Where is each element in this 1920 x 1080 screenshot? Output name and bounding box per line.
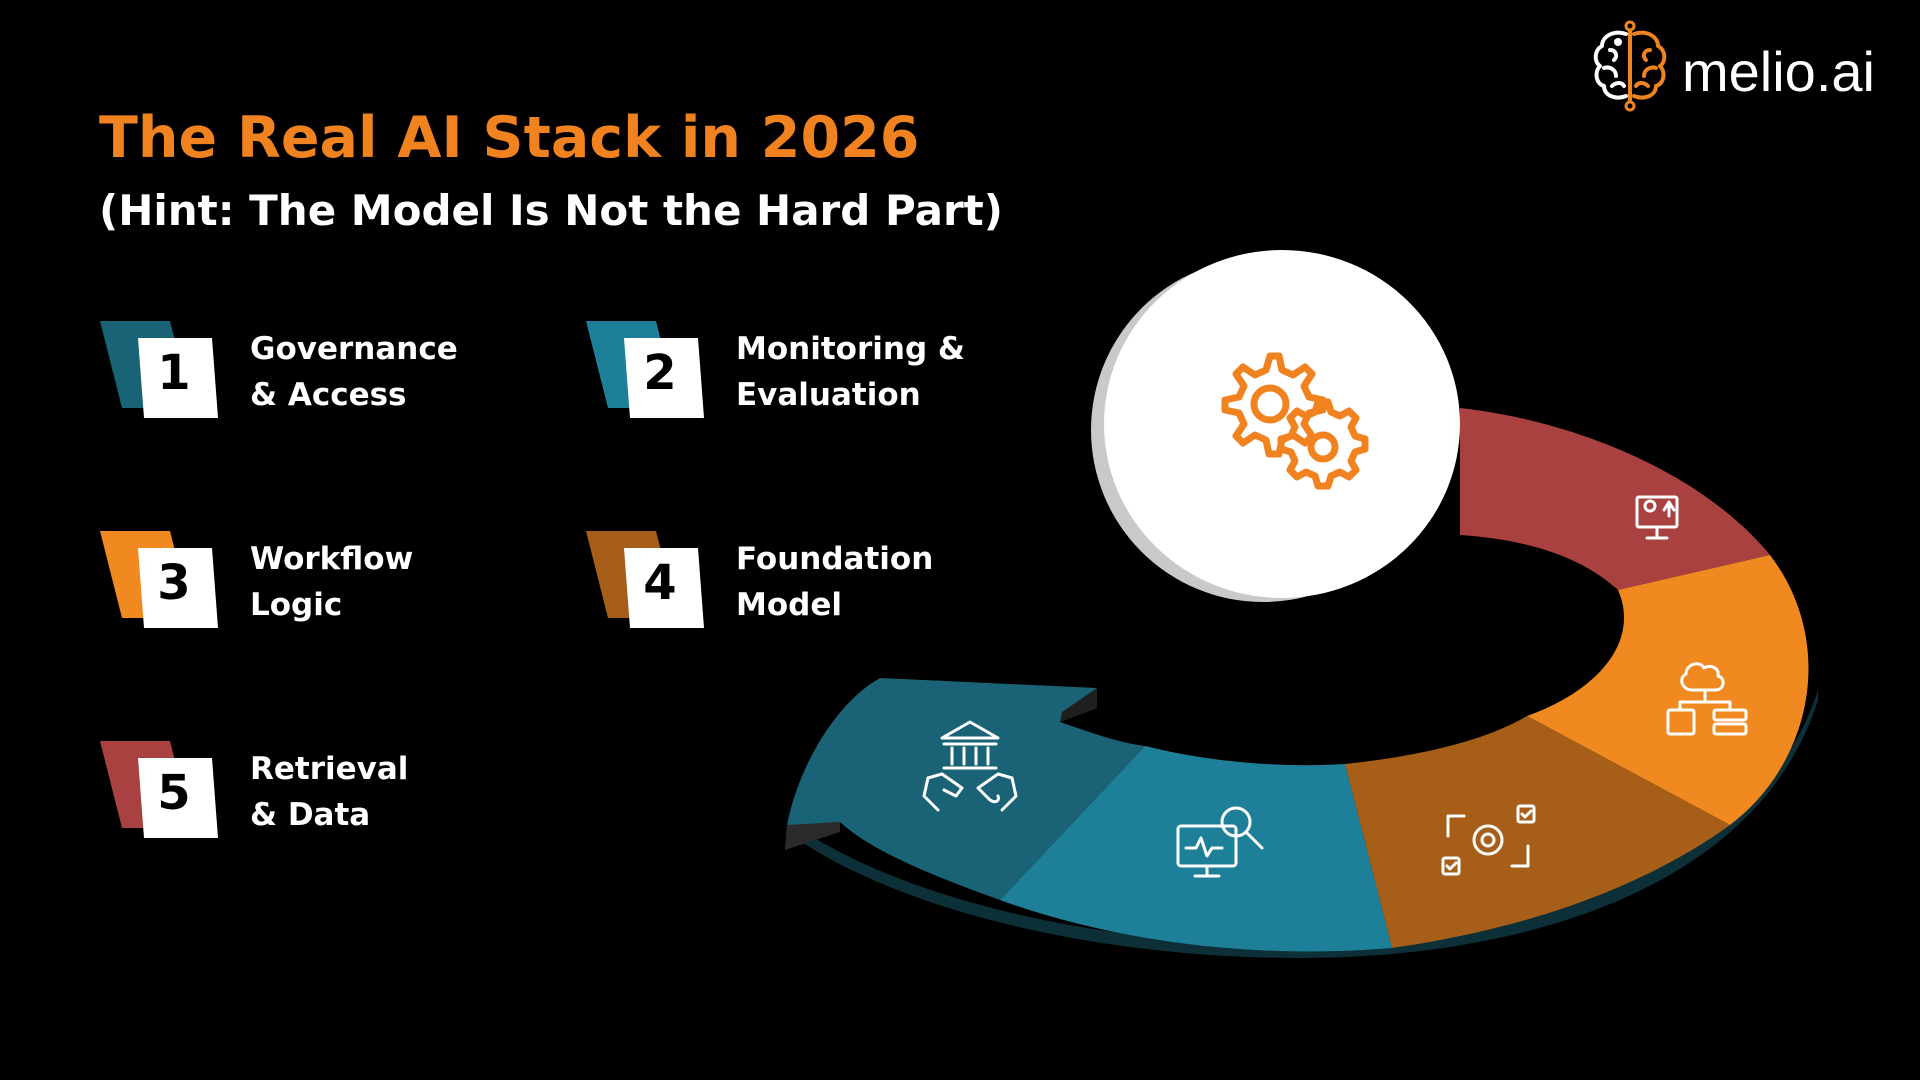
legend-label: Workflow Logic: [250, 541, 414, 623]
badge-number: 5: [157, 765, 191, 821]
legend-label: Retrieval & Data: [250, 751, 409, 833]
number-badge: 2: [586, 318, 711, 428]
ring-segment-1: [785, 678, 1145, 900]
badge-number: 2: [643, 345, 677, 401]
legend-label: Foundation Model: [736, 541, 934, 623]
ring-segment-5: [1460, 408, 1770, 590]
number-badge: 1: [100, 318, 225, 428]
brand-logo: melio.ai: [1590, 18, 1890, 114]
brain-circuit-icon: [1593, 20, 1667, 112]
monitor-gear-icon: [1635, 495, 1679, 540]
badge-number: 3: [157, 555, 191, 611]
badge-number: 1: [157, 345, 191, 401]
legend-label: Governance & Access: [250, 331, 458, 413]
arrow-tip-depth: [1060, 688, 1097, 722]
monitor-magnifier-icon: [1176, 806, 1264, 878]
gears-icon: [1221, 352, 1369, 490]
hub-circle: [1104, 250, 1460, 598]
legend-item-2: 2 Monitoring & Evaluation: [586, 318, 1036, 428]
bank-handshake-icon: [922, 720, 1018, 812]
number-badge: 5: [100, 738, 225, 848]
gear-workflow-icon: [1441, 804, 1536, 876]
badge-card: [138, 548, 218, 628]
cloud-server-icon: [1666, 662, 1748, 736]
legend-item-3: 3 Workflow Logic: [100, 528, 550, 638]
legend-item-1: 1 Governance & Access: [100, 318, 550, 428]
brand-name: melio.ai: [1682, 40, 1875, 103]
number-badge: 4: [586, 528, 711, 638]
arrow-depth: [785, 822, 840, 850]
ring-segment-4: [1527, 555, 1809, 825]
page-subtitle: (Hint: The Model Is Not the Hard Part): [99, 186, 1003, 235]
legend-item-4: 4 Foundation Model: [586, 528, 1036, 638]
badge-card: [138, 338, 218, 418]
badge-number: 4: [643, 555, 677, 611]
badge-card: [138, 758, 218, 838]
legend-item-5: 5 Retrieval & Data: [100, 738, 550, 848]
badge-card: [624, 548, 704, 628]
legend-label: Monitoring & Evaluation: [736, 331, 965, 413]
number-badge: 3: [100, 528, 225, 638]
page-title: The Real AI Stack in 2026: [99, 105, 920, 171]
ring-segment-3: [1345, 716, 1730, 948]
badge-card: [624, 338, 704, 418]
